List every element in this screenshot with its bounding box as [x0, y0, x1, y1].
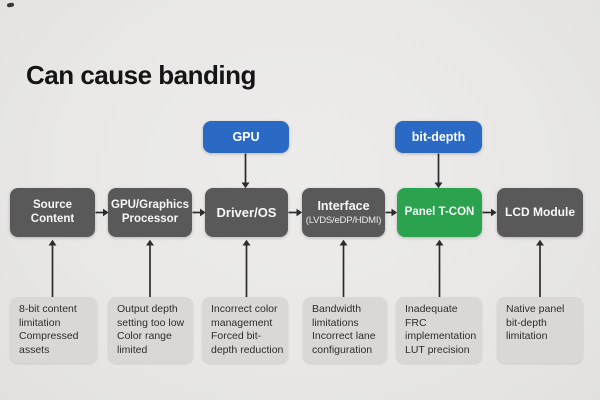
arrow-driver-to-interface: [288, 208, 303, 217]
node-interface-label: Interface: [317, 198, 370, 213]
arrow-cause-lcd-up: [536, 239, 544, 297]
cause-panel-tcon: Inadequate FRC implementation LUT precis…: [396, 297, 482, 363]
node-source-content: Source Content: [10, 188, 95, 237]
arrow-gpu-node-down: [241, 153, 250, 189]
node-gpu: GPU: [203, 121, 289, 153]
node-driver-os: Driver/OS: [205, 188, 288, 237]
corner-mark: [6, 2, 15, 8]
cause-line: Compressed assets: [19, 330, 79, 356]
arrow-cause-driver-up: [242, 239, 251, 297]
arrow-bitdepth-node-down: [434, 153, 443, 189]
node-bit-depth: bit-depth: [395, 121, 482, 153]
arrow-cause-tcon-up: [435, 239, 444, 297]
arrow-cause-gpu-up: [146, 239, 154, 297]
cause-line: Output depth setting too low: [117, 303, 185, 329]
arrow-cause-source-up: [48, 239, 57, 297]
cause-gpu-graphics: Output depth setting too low Color range…: [108, 297, 193, 363]
slide-title: Can cause banding: [26, 60, 256, 90]
cause-line: Forced bit-depth reduction: [211, 330, 284, 356]
node-panel-tcon: Panel T-CON: [397, 188, 482, 237]
node-interface: Interface (LVDS/eDP/HDMI): [302, 188, 385, 237]
cause-lcd-module: Native panel bit-depth limitation: [497, 297, 583, 363]
node-gpu-graphics-processor: GPU/Graphics Processor: [108, 188, 192, 237]
arrow-source-to-gpu: [95, 208, 109, 217]
cause-line: Bandwidth limitations: [312, 303, 362, 329]
cause-line: Incorrect color management: [211, 303, 278, 329]
cause-line: Native panel bit-depth limitation: [506, 303, 565, 343]
cause-source-content: 8-bit content limitation Compressed asse…: [10, 297, 97, 363]
cause-interface: Bandwidth limitations Incorrect lane con…: [303, 297, 387, 363]
cause-line: Incorrect lane configuration: [312, 330, 376, 356]
cause-driver-os: Incorrect color management Forced bit-de…: [202, 297, 288, 363]
cause-line: Inadequate FRC implementation: [405, 303, 477, 343]
cause-line: Color range limited: [117, 330, 172, 356]
node-interface-sublabel: (LVDS/eDP/HDMI): [305, 214, 382, 226]
cause-line: LUT precision: [405, 343, 470, 356]
cause-line: 8-bit content limitation: [19, 303, 77, 329]
arrow-cause-interface-up: [339, 239, 348, 297]
node-lcd-module: LCD Module: [497, 188, 583, 237]
arrow-tcon-to-lcd: [482, 208, 497, 217]
arrow-interface-to-tcon: [385, 208, 398, 217]
arrow-gpu-to-driver: [192, 208, 206, 217]
